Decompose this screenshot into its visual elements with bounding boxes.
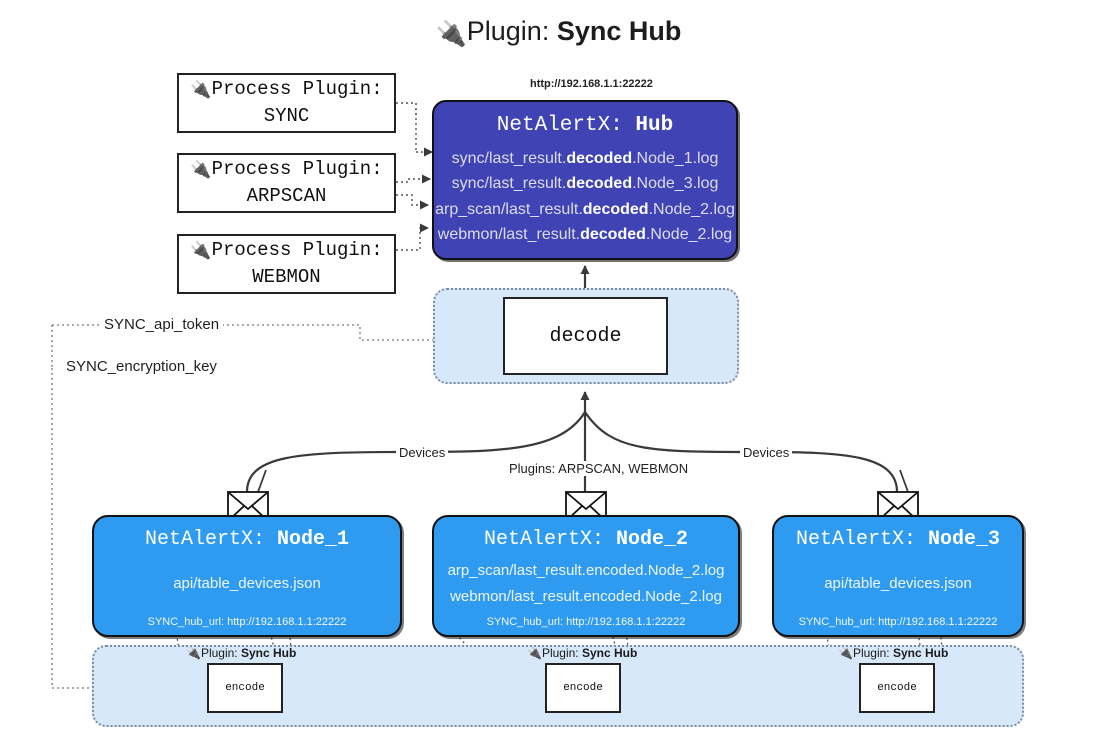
edge-node3-envelope-stem (899, 469, 909, 493)
plug-icon: 🔌 (435, 20, 467, 48)
process-plugin-sync[interactable]: 🔌Process Plugin: SYNC (177, 73, 396, 133)
plug-icon: 🔌 (190, 80, 212, 101)
node-3-line: api/table_devices.json (824, 575, 972, 592)
hub-log-3: arp_scan/last_result.decoded.Node_2.log (435, 200, 735, 218)
edge-label-devices-right: Devices (740, 445, 793, 460)
edge-arpscan-to-log3 (396, 194, 429, 210)
edge-api-token-to-decode (52, 324, 498, 345)
node-2-lines: arp_scan/last_result.encoded.Node_2.log … (434, 551, 738, 616)
node-box-2[interactable]: NetAlertX: Node_2 arp_scan/last_result.e… (432, 515, 740, 637)
encoder-1-caption: 🔌Plugin: Sync Hub (186, 646, 297, 660)
node-3-hub-url: SYNC_hub_url: http://192.168.1.1:22222 (798, 616, 998, 628)
edge-sync-arrow2 (396, 174, 431, 184)
node-2-title: NetAlertX: Node_2 (483, 528, 689, 551)
hub-log-2: sync/last_result.decoded.Node_3.log (451, 175, 719, 193)
node-3-title: NetAlertX: Node_3 (795, 528, 1001, 551)
process-plugin-arpscan[interactable]: 🔌Process Plugin: ARPSCAN (177, 153, 396, 213)
node-1-hub-url: SYNC_hub_url: http://192.168.1.1:22222 (147, 616, 347, 628)
process-plugin-webmon-line1: Process Plugin: (211, 239, 383, 262)
process-plugin-sync-line2: SYNC (263, 105, 310, 127)
process-plugin-webmon-line2: WEBMON (252, 266, 321, 288)
node-2-hub-url: SYNC_hub_url: http://192.168.1.1:22222 (486, 616, 686, 628)
sync-api-token-label: SYNC_api_token (100, 316, 224, 333)
edge-encryption-key-to-encoders (51, 368, 111, 693)
encoder-2-caption: 🔌Plugin: Sync Hub (527, 646, 638, 660)
edge-node1-envelope-stem (257, 469, 267, 493)
process-plugin-sync-line1: Process Plugin: (211, 78, 383, 101)
plug-icon: 🔌 (838, 646, 853, 660)
encode-box-3[interactable]: encode (859, 663, 935, 713)
plug-icon: 🔌 (190, 241, 212, 262)
plug-icon: 🔌 (186, 646, 201, 660)
node-2-line: webmon/last_result.encoded.Node_2.log (450, 588, 722, 605)
process-plugin-arpscan-line2: ARPSCAN (246, 185, 327, 207)
page-title: 🔌Plugin: Sync Hub (0, 16, 1117, 49)
process-plugin-webmon[interactable]: 🔌Process Plugin: WEBMON (177, 234, 396, 294)
page-title-prefix: Plugin: (466, 16, 557, 46)
edge-label-plugins-center: Plugins: ARPSCAN, WEBMON (506, 461, 692, 476)
node-1-line: api/table_devices.json (173, 575, 321, 592)
edge-webmon-to-log4 (396, 223, 429, 251)
process-plugin-arpscan-line1: Process Plugin: (211, 158, 383, 181)
decode-box[interactable]: decode (503, 297, 668, 375)
plug-icon: 🔌 (190, 160, 212, 181)
hub-log-4: webmon/last_result.decoded.Node_2.log (437, 225, 733, 243)
sync-encryption-key-label: SYNC_encryption_key (62, 358, 221, 375)
node-box-3[interactable]: NetAlertX: Node_3 api/table_devices.json… (772, 515, 1024, 637)
edge-label-devices-left: Devices (396, 445, 449, 460)
node-box-1[interactable]: NetAlertX: Node_1 api/table_devices.json… (92, 515, 402, 637)
hub-title-prefix: NetAlertX: (496, 114, 636, 137)
hub-box[interactable]: NetAlertX: Hub sync/last_result.decoded.… (432, 100, 738, 260)
plug-icon: 🔌 (527, 646, 542, 660)
hub-url-label: http://192.168.1.1:22222 (530, 78, 653, 90)
hub-title: NetAlertX: Hub (497, 114, 673, 137)
hub-title-name: Hub (635, 114, 674, 137)
encode-box-2[interactable]: encode (545, 663, 621, 713)
encoder-3-caption: 🔌Plugin: Sync Hub (838, 646, 949, 660)
node-1-title: NetAlertX: Node_1 (144, 528, 350, 551)
node-3-lines: api/table_devices.json (774, 551, 1022, 616)
encode-box-1[interactable]: encode (207, 663, 283, 713)
page-title-name: Sync Hub (556, 16, 682, 46)
node-2-line: arp_scan/last_result.encoded.Node_2.log (447, 562, 725, 579)
hub-log-1: sync/last_result.decoded.Node_1.log (451, 150, 719, 167)
node-1-lines: api/table_devices.json (94, 551, 400, 616)
